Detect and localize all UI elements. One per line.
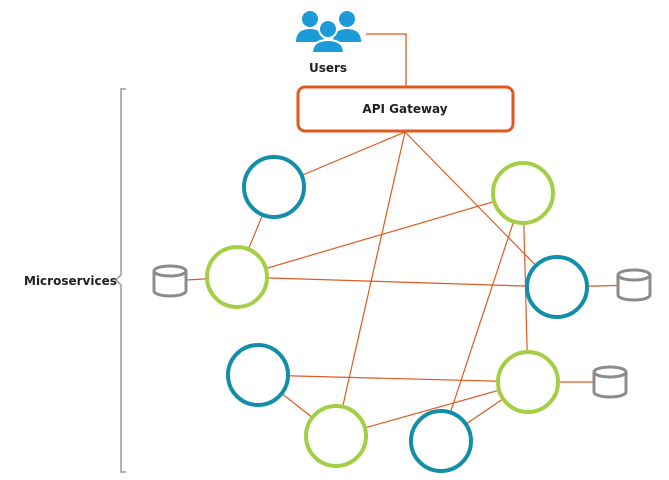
users-group-icon — [296, 11, 361, 54]
connector-s3-s2 — [236, 192, 524, 278]
microservices-bracket — [114, 88, 126, 473]
database-icon — [616, 268, 652, 302]
connector-s7-s6 — [335, 381, 529, 437]
microservices-label: Microservices — [24, 274, 117, 288]
connector-gateway-s4 — [404, 131, 558, 288]
microservice-node-s1[interactable] — [242, 155, 306, 219]
connector-s2-s8 — [440, 192, 524, 442]
microservice-node-s8[interactable] — [409, 409, 473, 473]
connector-s3-s4 — [236, 276, 558, 288]
databases — [152, 264, 652, 399]
microservice-node-s7[interactable] — [304, 404, 368, 468]
microservice-node-s5[interactable] — [226, 343, 290, 407]
database-icon — [152, 264, 188, 298]
database-icon — [592, 365, 628, 399]
connector-s5-s6 — [257, 374, 529, 383]
api-gateway-box[interactable] — [296, 85, 515, 133]
microservice-node-s2[interactable] — [491, 161, 555, 225]
microservice-node-s6[interactable] — [496, 350, 560, 414]
microservice-nodes — [205, 155, 589, 473]
api-gateway-label: API Gateway — [362, 102, 447, 116]
users-gateway-connector — [366, 33, 407, 86]
users-label: Users — [309, 61, 347, 75]
microservice-node-s3[interactable] — [205, 245, 269, 309]
microservice-node-s4[interactable] — [525, 255, 589, 319]
connector-gateway-s7 — [335, 131, 406, 437]
